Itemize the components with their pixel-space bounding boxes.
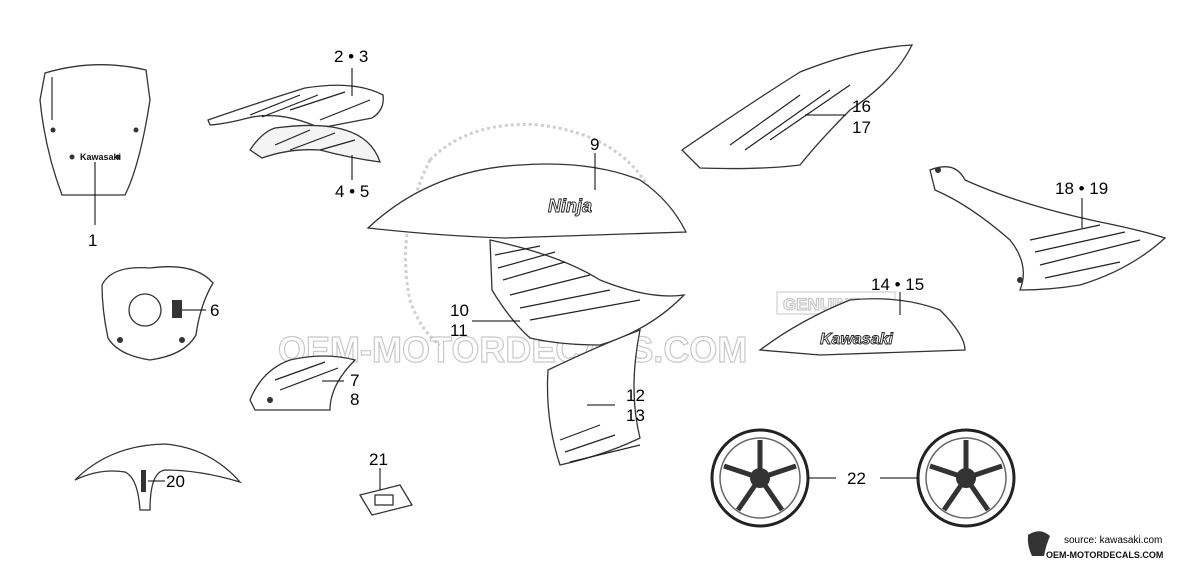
windscreen-logo: Kawasaki bbox=[80, 152, 121, 162]
small-side-panel-shape bbox=[249, 355, 357, 411]
upper-fairing-top bbox=[207, 84, 384, 129]
callout-17: 17 bbox=[852, 118, 871, 137]
kawasaki-decal: Kawasaki bbox=[820, 331, 893, 348]
callout-1: 1 bbox=[88, 231, 97, 250]
callout-7: 7 bbox=[350, 371, 359, 390]
part-main-side-fairing: Ninja bbox=[366, 163, 688, 466]
fairing-tail-shape bbox=[546, 328, 641, 466]
fairing-upper-shape bbox=[366, 163, 688, 239]
part-tail-cowl bbox=[680, 44, 914, 170]
callout-6: 6 bbox=[210, 301, 219, 320]
windscreen-shape bbox=[39, 64, 151, 196]
callout-10: 10 bbox=[450, 301, 469, 320]
footer-source: source: kawasaki.com OEM-MOTORDECALS.COM bbox=[1027, 531, 1163, 560]
lower-cowl-shape bbox=[758, 298, 966, 356]
part-lower-cowl: Kawasaki bbox=[758, 298, 966, 356]
helmet-logo-icon bbox=[1027, 531, 1050, 556]
callout-18-19: 18 • 19 bbox=[1055, 179, 1108, 198]
callout-13: 13 bbox=[626, 406, 645, 425]
front-fender-shape bbox=[74, 443, 242, 511]
callout-8: 8 bbox=[350, 390, 359, 409]
site-logo-text: OEM-MOTORDECALS.COM bbox=[1046, 550, 1163, 560]
callout-14-15: 14 • 15 bbox=[871, 275, 924, 294]
lower-fairing-piece bbox=[249, 124, 381, 163]
part-front-cowl bbox=[101, 266, 214, 361]
part-rear-wheel bbox=[916, 428, 1016, 528]
callout-22: 22 bbox=[847, 469, 866, 488]
callout-16: 16 bbox=[852, 97, 871, 116]
part-clip bbox=[358, 484, 414, 516]
callout-11: 11 bbox=[450, 321, 468, 340]
part-front-wheel bbox=[710, 428, 810, 528]
part-upper-fairing bbox=[207, 84, 384, 163]
part-windscreen: Kawasaki bbox=[39, 64, 151, 196]
callout-20: 20 bbox=[166, 472, 185, 491]
callout-21: 21 bbox=[369, 450, 388, 469]
watermark-text: OEM-MOTORDECALS.COM bbox=[278, 329, 747, 370]
tail-cowl-shape bbox=[680, 44, 914, 170]
ninja-decal: Ninja bbox=[548, 196, 592, 216]
part-front-fender bbox=[74, 443, 242, 511]
part-small-side-panel bbox=[249, 355, 357, 411]
source-text: source: kawasaki.com bbox=[1064, 535, 1162, 546]
rear-side-cover-shape bbox=[929, 166, 1167, 291]
callout-2-3: 2 • 3 bbox=[334, 47, 368, 66]
watermark: OEM-MOTORDECALS.COM GENUINE bbox=[277, 122, 896, 371]
callout-12: 12 bbox=[626, 386, 645, 405]
callout-9: 9 bbox=[590, 135, 599, 154]
callout-4-5: 4 • 5 bbox=[335, 182, 369, 201]
part-rear-side-cover bbox=[929, 166, 1167, 291]
